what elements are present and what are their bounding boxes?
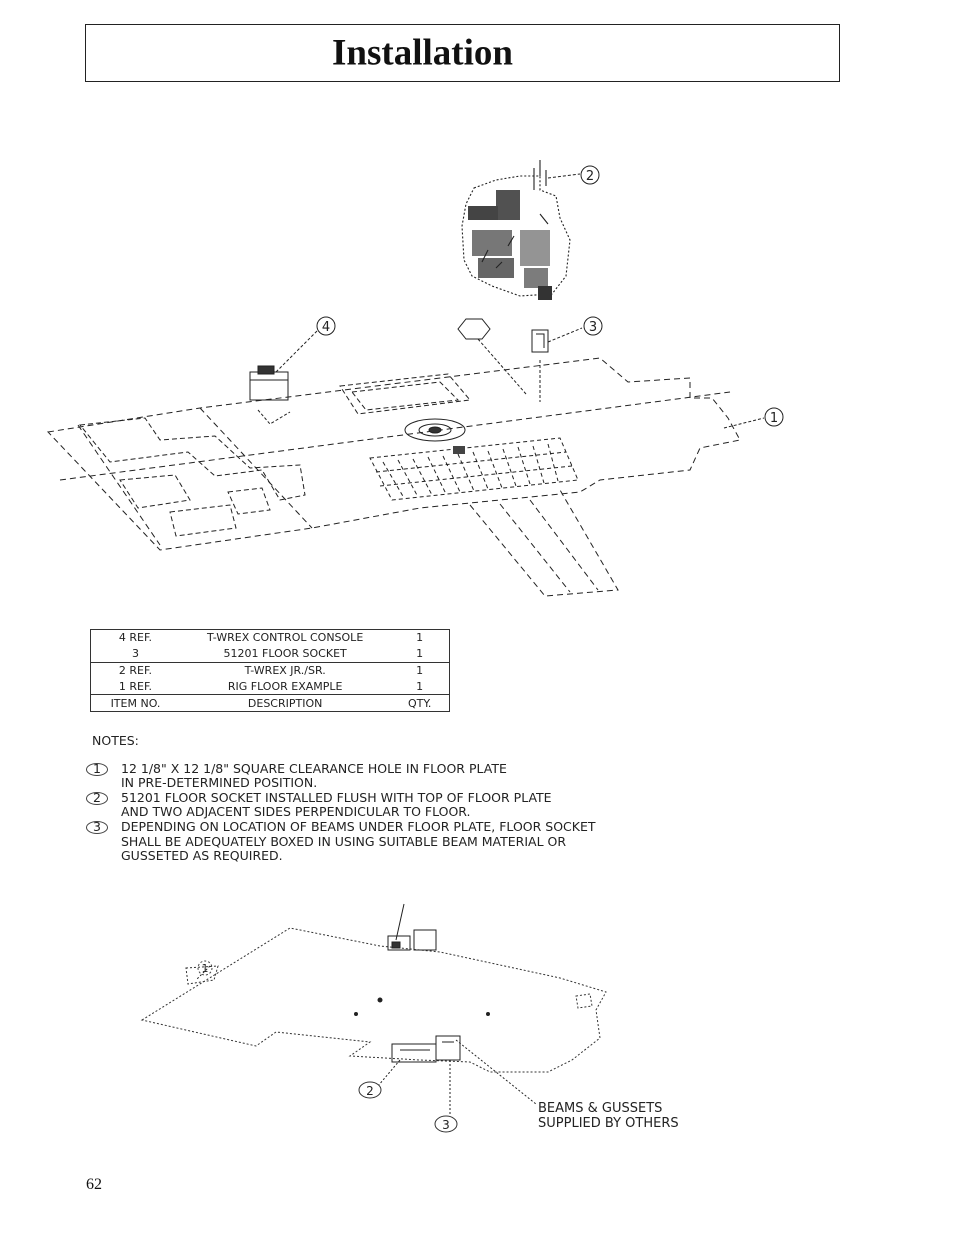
- table-header-row: ITEM NO. DESCRIPTION QTY.: [90, 694, 450, 712]
- balloon-3: 3: [583, 316, 603, 336]
- grating-area: [369, 437, 579, 501]
- svg-text:3: 3: [589, 320, 597, 335]
- floor-socket-part: [531, 329, 549, 402]
- title-box: Installation: [85, 24, 840, 82]
- note-item: 1 12 1/8" X 12 1/8" SQUARE CLEARANCE HOL…: [86, 760, 596, 791]
- page-title: Installation: [332, 32, 513, 74]
- balloon-1: 1: [764, 407, 784, 427]
- bottom-balloon-2: 2: [358, 1081, 382, 1099]
- note-line: 51201 FLOOR SOCKET INSTALLED FLUSH WITH …: [121, 789, 552, 805]
- header-qty: QTY.: [390, 694, 450, 712]
- qty-cell: 1: [416, 631, 424, 645]
- qty-cell: 1: [390, 661, 450, 679]
- table-row: 3 51201 FLOOR SOCKET 1: [91, 646, 450, 662]
- note-number: 3: [86, 819, 108, 835]
- item-cell: 4 REF.: [118, 631, 153, 645]
- header-description: DESCRIPTION: [179, 694, 391, 712]
- description-cell: T-WREX JR./SR.: [179, 661, 391, 679]
- leader-line: [377, 1059, 401, 1087]
- svg-text:1: 1: [770, 411, 778, 426]
- description-cell: 51201 FLOOR SOCKET: [223, 647, 347, 661]
- description-cell: T-WREX CONTROL CONSOLE: [207, 631, 364, 645]
- table-row: 2 REF. T-WREX JR./SR. 1: [90, 661, 450, 679]
- svg-text:1: 1: [202, 962, 209, 975]
- table-row: 4 REF. T-WREX CONTROL CONSOLE 1: [91, 630, 450, 646]
- note-line: GUSSETED AS REQUIRED.: [121, 848, 283, 864]
- table-row: 1 REF. RIG FLOOR EXAMPLE 1: [91, 678, 450, 694]
- notes-title: NOTES:: [92, 733, 139, 748]
- socket-assembly: [391, 1035, 461, 1063]
- note-item: 3 DEPENDING ON LOCATION OF BEAMS UNDER F…: [86, 818, 596, 864]
- qty-cell: 1: [416, 647, 424, 661]
- floor-socket-top: [404, 418, 466, 442]
- header-item: ITEM NO.: [90, 694, 180, 712]
- control-console: [249, 365, 291, 425]
- item-cell: 1 REF.: [118, 679, 153, 693]
- item-cell: 3: [131, 647, 139, 661]
- callout-text-line2: SUPPLIED BY OTHERS: [538, 1116, 679, 1131]
- parts-list-table: 4 REF. T-WREX CONTROL CONSOLE 1 3 51201 …: [90, 629, 450, 712]
- leader-line: [195, 965, 211, 981]
- note-number: 2: [86, 790, 108, 806]
- console-assembly: [387, 903, 437, 951]
- qty-cell: 1: [416, 679, 424, 693]
- note-line: IN PRE-DETERMINED POSITION.: [121, 775, 318, 791]
- balloon-4: 4: [316, 316, 336, 336]
- note-line: 12 1/8" X 12 1/8" SQUARE CLEARANCE HOLE …: [121, 760, 507, 776]
- top-isometric-drawing: 2 3 4 1: [46, 160, 784, 597]
- page-number: 62: [86, 1176, 102, 1193]
- note-item: 2 51201 FLOOR SOCKET INSTALLED FLUSH WIT…: [86, 789, 596, 820]
- note-line: AND TWO ADJACENT SIDES PERPENDICULAR TO …: [121, 804, 471, 820]
- bottom-balloon-1: 1: [197, 960, 213, 976]
- svg-text:4: 4: [322, 320, 330, 335]
- hex-marker: [457, 318, 491, 340]
- bottom-balloon-3: 3: [434, 1115, 458, 1133]
- callout-text-line1: BEAMS & GUSSETS: [538, 1101, 662, 1116]
- item-cell: 2 REF.: [90, 661, 180, 679]
- plate-detail-left: [79, 417, 306, 537]
- description-cell: RIG FLOOR EXAMPLE: [227, 679, 343, 693]
- svg-text:2: 2: [586, 169, 594, 184]
- note-number: 1: [86, 761, 108, 777]
- t-wrex-unit: [461, 160, 571, 300]
- notes-section: NOTES: 1 12 1/8" X 12 1/8" SQUARE CLEARA…: [86, 733, 596, 864]
- console-panel: [339, 373, 471, 415]
- note-line: SHALL BE ADEQUATELY BOXED IN USING SUITA…: [121, 833, 567, 849]
- svg-text:3: 3: [442, 1118, 450, 1132]
- floor-plate-outline: [140, 927, 607, 1073]
- note-line: DEPENDING ON LOCATION OF BEAMS UNDER FLO…: [121, 818, 596, 834]
- leader-line: [455, 1039, 537, 1105]
- leader-lines: [275, 173, 765, 429]
- walkway: [469, 489, 619, 597]
- balloon-2: 2: [580, 165, 600, 185]
- svg-text:2: 2: [366, 1084, 374, 1098]
